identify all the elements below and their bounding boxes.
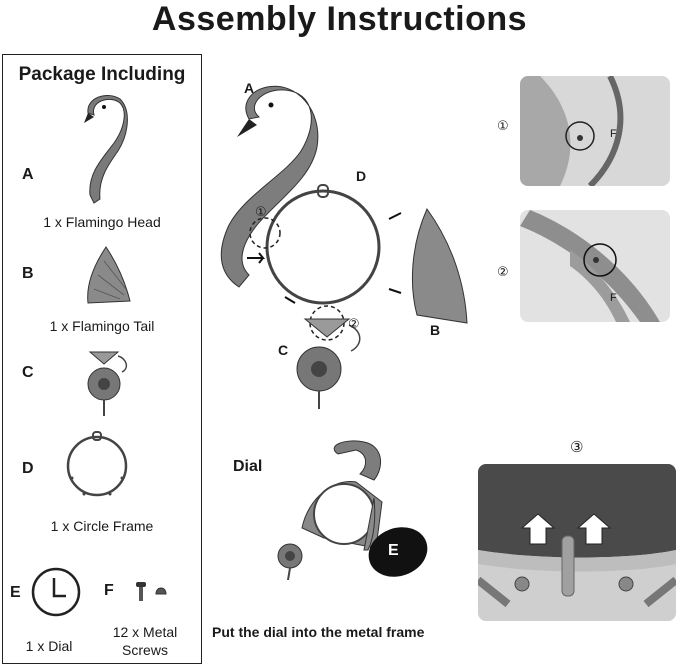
- item-f-caption-1: 12 x Metal: [112, 624, 178, 640]
- flamingo-head-image: [84, 95, 128, 204]
- item-b-caption: 1 x Flamingo Tail: [49, 318, 155, 334]
- circle-frame-image: [66, 431, 128, 497]
- diagram-label-c: C: [278, 342, 289, 358]
- detail-step-3: ③: [570, 439, 584, 456]
- detail-photo-1: [520, 76, 670, 186]
- package-heading: Package Including: [18, 64, 186, 85]
- item-f-caption-2: Screws: [122, 642, 168, 658]
- flamingo-tail-image: [87, 246, 131, 304]
- detail-photo-3: [478, 464, 676, 621]
- item-f-letter: F: [104, 582, 114, 599]
- diagram-marker-2: ②: [348, 316, 360, 331]
- item-e-caption: 1 x Dial: [25, 638, 73, 654]
- dial-image: [31, 567, 81, 617]
- dial-instruction: Put the dial into the metal frame: [212, 624, 425, 640]
- assembly-diagram: [220, 85, 468, 409]
- diagram-marker-1: ①: [255, 204, 267, 219]
- detail-step-2: ②: [497, 264, 509, 279]
- screw-icon: [136, 582, 167, 601]
- screw-label-1: F: [610, 128, 617, 140]
- page-title: Assembly Instructions: [151, 0, 528, 38]
- dial-step-label: Dial: [233, 458, 263, 475]
- diagram-label-a: A: [244, 80, 255, 96]
- flower-stake-image: [87, 351, 128, 416]
- detail-photo-2: [520, 210, 670, 322]
- item-e-letter: E: [10, 584, 21, 601]
- item-d-caption: 1 x Circle Frame: [50, 518, 154, 534]
- detail-step-1: ①: [497, 118, 509, 133]
- dial-e-label: E: [388, 542, 399, 559]
- item-a-caption: 1 x Flamingo Head: [43, 214, 161, 230]
- item-b-letter: B: [22, 265, 34, 282]
- item-a-letter: A: [22, 166, 34, 183]
- item-c-letter: C: [22, 364, 34, 381]
- item-d-letter: D: [22, 460, 34, 477]
- diagram-label-b: B: [430, 322, 441, 338]
- package-box: [2, 54, 202, 664]
- dial-assembly-image: [277, 440, 428, 580]
- screw-label-2: F: [610, 292, 617, 304]
- diagram-label-d: D: [356, 168, 367, 184]
